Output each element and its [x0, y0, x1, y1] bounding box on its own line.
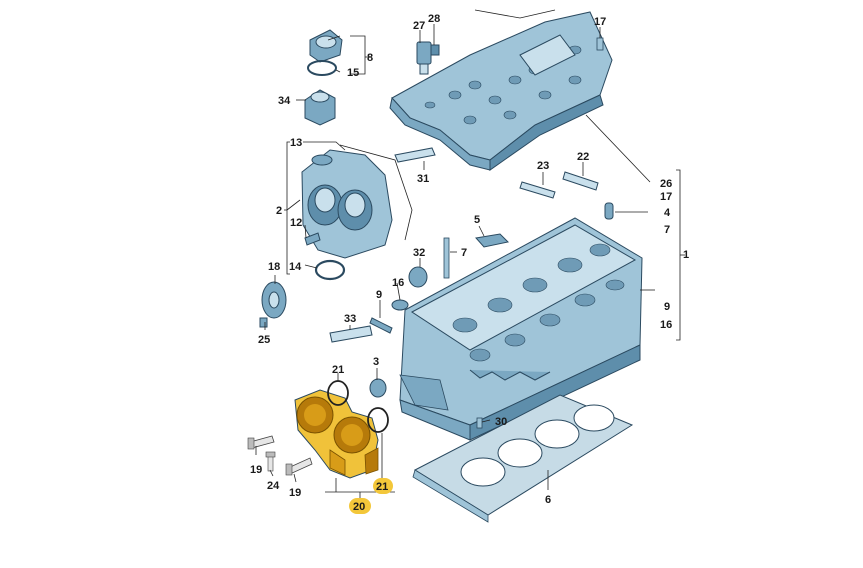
label-28: 28	[428, 13, 440, 25]
label-16-a: 16	[392, 277, 404, 289]
small-tubes	[329, 147, 599, 343]
label-7-a: 7	[461, 247, 467, 259]
callout-labels: 1 2 3 4 5 6 7 7 8 9 9 12 13 14 15 16 16 …	[250, 13, 689, 514]
flange-part-34	[304, 89, 336, 126]
sensor-27-28	[416, 41, 440, 75]
label-14: 14	[289, 261, 302, 273]
label-12: 12	[290, 217, 302, 229]
label-21-b: 21	[376, 481, 388, 493]
label-34: 34	[278, 95, 291, 107]
label-15: 15	[347, 67, 359, 79]
label-4: 4	[664, 207, 671, 219]
badge-20-highlighted: 20	[349, 498, 371, 514]
label-18: 18	[268, 261, 280, 273]
label-2: 2	[276, 205, 282, 217]
label-32: 32	[413, 247, 425, 259]
label-25: 25	[258, 334, 270, 346]
label-33: 33	[344, 313, 356, 325]
label-9-b: 9	[664, 301, 670, 313]
left-small-parts	[259, 232, 346, 328]
label-19-a: 19	[250, 464, 262, 476]
label-16-b: 16	[660, 319, 672, 331]
label-7-b: 7	[664, 224, 670, 236]
small-parts	[369, 37, 614, 398]
label-30: 30	[495, 416, 507, 428]
badge-21-highlighted: 21	[373, 478, 393, 494]
o-ring-21-lower	[367, 407, 389, 433]
cylinder-head	[399, 217, 643, 441]
label-9-a: 9	[376, 289, 382, 301]
label-6: 6	[545, 494, 551, 506]
highlighted-timing-case-part-20	[294, 389, 379, 479]
cylinder-head-cover	[389, 9, 613, 171]
label-21-a: 21	[332, 364, 344, 376]
label-27: 27	[413, 20, 425, 32]
label-31: 31	[417, 173, 429, 185]
label-8: 8	[367, 52, 373, 64]
label-5: 5	[474, 214, 480, 226]
label-24: 24	[267, 480, 280, 492]
head-gasket	[412, 394, 634, 523]
bolts-19-24	[247, 435, 313, 476]
label-3: 3	[373, 356, 379, 368]
bolt-30	[476, 417, 483, 429]
leader-lines	[255, 24, 685, 500]
label-19-b: 19	[289, 487, 301, 499]
label-23: 23	[537, 160, 549, 172]
label-26: 26	[660, 178, 672, 190]
label-17-a: 17	[594, 16, 606, 28]
label-22: 22	[577, 151, 589, 163]
label-20: 20	[353, 501, 365, 513]
upper-timing-cover	[301, 144, 413, 259]
label-17-b: 17	[660, 191, 672, 203]
label-1: 1	[683, 249, 689, 261]
label-13: 13	[290, 137, 302, 149]
